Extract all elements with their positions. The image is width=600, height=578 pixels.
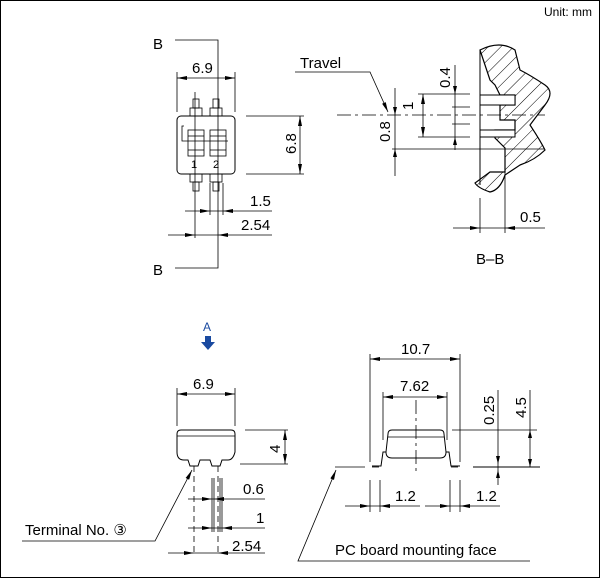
side-height-label: 4 — [267, 445, 284, 453]
section-view: Travel 0.8 1 0.4 0.5 B–B — [295, 44, 551, 268]
edge-dim-label: 0.5 — [520, 209, 541, 226]
inner-pitch-label: 1.5 — [250, 193, 271, 210]
slot-dim-label: 1 — [400, 102, 417, 110]
front-view: 10.7 7.62 0.25 4.5 1.2 1.2 PC board moun… — [297, 341, 540, 562]
unit-label: Unit: mm — [544, 5, 592, 19]
section-mark-bottom: B — [153, 262, 163, 279]
pin-pitch-label: 2.54 — [241, 217, 270, 234]
section-title: B–B — [476, 251, 504, 268]
section-mark-top: B — [153, 36, 163, 53]
side-view: A 6.9 4 0.6 1 2.54 Terminal No. ③ — [22, 320, 288, 556]
side-pitch-label: 2.54 — [232, 538, 261, 555]
switch-number-1: 1 — [191, 159, 197, 171]
lead-right-label: 1.2 — [476, 488, 497, 505]
section-line — [175, 39, 219, 269]
switch-body — [176, 115, 236, 175]
travel-label: Travel — [300, 55, 341, 72]
standoff-label: 0.25 — [481, 396, 498, 425]
terminal-label: Terminal No. ③ — [25, 522, 127, 539]
section-hatch — [474, 44, 551, 193]
height-label: 6.8 — [283, 133, 300, 154]
travel-dim-label: 0.8 — [377, 121, 394, 142]
lead-span-label: 1 — [256, 510, 264, 527]
width-label: 6.9 — [192, 60, 213, 77]
switch-number-2: 2 — [213, 159, 219, 171]
front-height-label: 4.5 — [513, 397, 530, 418]
slider-1 — [187, 129, 205, 157]
top-view: B B 6.9 1 2 6.8 1.5 2.54 — [153, 36, 304, 279]
view-arrow-icon — [201, 336, 215, 350]
overall-width-label: 10.7 — [401, 341, 430, 358]
lead-width-label: 0.6 — [243, 481, 264, 498]
mounting-label: PC board mounting face — [335, 542, 497, 559]
side-width-label: 6.9 — [193, 376, 214, 393]
lead-left-label: 1.2 — [395, 488, 416, 505]
slider-2 — [209, 129, 227, 157]
front-body — [385, 429, 447, 459]
side-body — [176, 429, 236, 467]
view-arrow-label: A — [203, 320, 211, 334]
gap-dim-label: 0.4 — [437, 67, 454, 88]
lead-pitch-label: 7.62 — [400, 378, 429, 395]
